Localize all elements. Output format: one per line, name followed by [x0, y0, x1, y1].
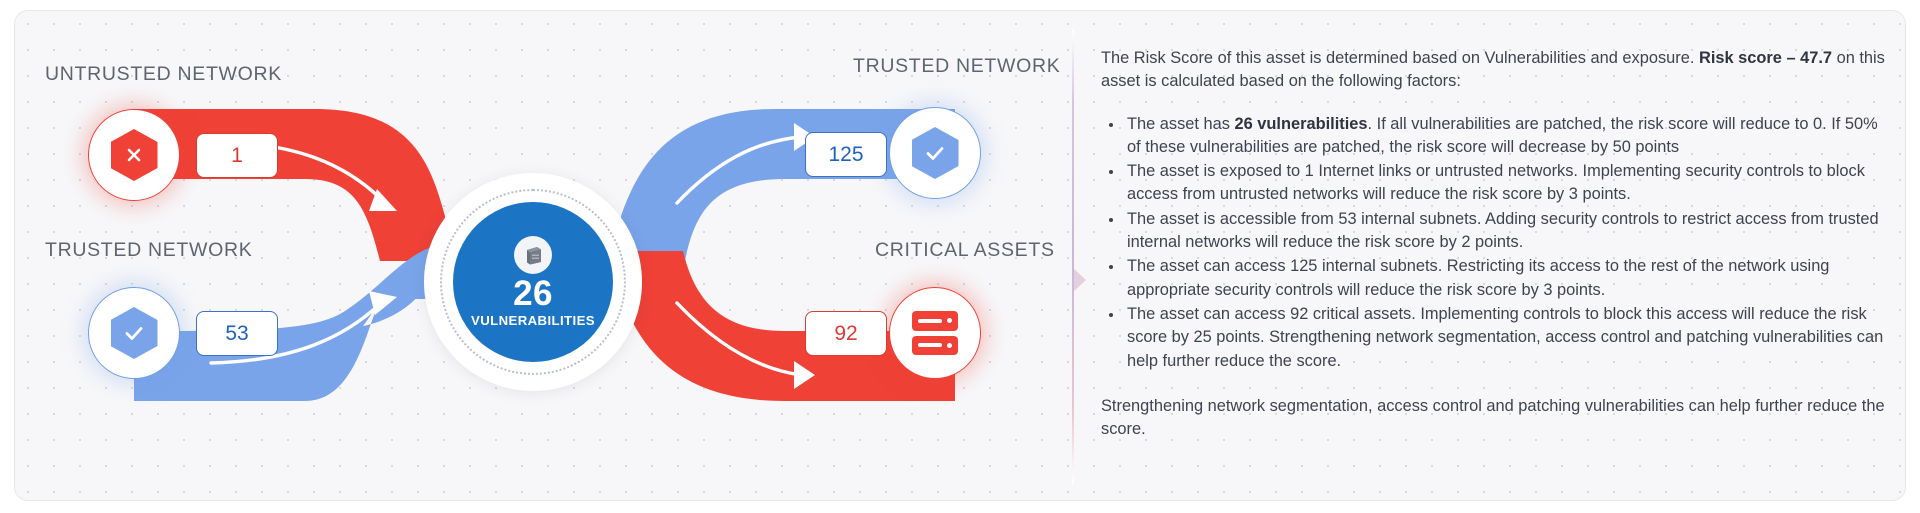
hub-dotted-ring [440, 189, 626, 375]
shield-check-icon [911, 127, 959, 179]
list-item: The asset can access 125 internal subnet… [1124, 255, 1887, 302]
intro-text-b: on this asset is calculated based on the… [1101, 49, 1885, 91]
list-item: The asset is exposed to 1 Internet links… [1124, 160, 1887, 207]
shield-check-icon [110, 307, 158, 359]
list-item: The asset has 26 vulnerabilities. If all… [1124, 113, 1887, 160]
hub-vulnerability-count: 26 [513, 274, 553, 314]
bullet-3-a: The asset can access 125 internal subnet… [1127, 257, 1830, 299]
hub-inner-circle: 26 VULNERABILITIES [453, 202, 613, 362]
list-item: The asset is accessible from 53 internal… [1124, 208, 1887, 255]
chip-trusted-in-count[interactable]: 53 [196, 311, 278, 356]
server-rack-icon [912, 311, 958, 355]
chip-untrusted-count[interactable]: 1 [196, 133, 278, 178]
zone-label-untrusted-network: UNTRUSTED NETWORK [45, 63, 282, 85]
node-untrusted-network[interactable] [88, 109, 180, 201]
bullet-1-a: The asset is exposed to 1 Internet links… [1127, 162, 1865, 204]
zone-label-critical-assets: CRITICAL ASSETS [875, 239, 1055, 261]
hub-caption: VULNERABILITIES [471, 312, 595, 328]
arrow-heads [369, 123, 815, 389]
risk-score-value: Risk score – 47.7 [1698, 49, 1833, 67]
bullet-2-a: The asset is accessible from 53 internal… [1127, 209, 1879, 252]
risk-closing-note: Strengthening network segmentation, acce… [1101, 396, 1885, 439]
intro-text-a: The Risk Score of this asset is determin… [1101, 49, 1699, 67]
chip-trusted-out-count[interactable]: 125 [805, 132, 887, 177]
bullet-4-a: The asset can access 92 critical assets.… [1127, 304, 1884, 370]
ribbon-trusted-in-body [134, 243, 447, 401]
risk-factor-list: The asset has 26 vulnerabilities. If all… [1101, 113, 1887, 373]
bullet-0-b: . If all vulnerabilities are patched, th… [1127, 114, 1878, 156]
chip-critical-assets-count[interactable]: 92 [805, 311, 887, 356]
node-trusted-network-source[interactable] [88, 287, 180, 379]
risk-score-intro: The Risk Score of this asset is determin… [1101, 47, 1887, 94]
ribbon-critical-out [619, 251, 955, 401]
bullet-0-bold: 26 vulnerabilities [1234, 114, 1368, 133]
panel-divider [1072, 29, 1074, 484]
server-box-icon [514, 236, 552, 275]
node-trusted-network-target[interactable] [889, 107, 981, 199]
risk-exposure-card: UNTRUSTED NETWORK TRUSTED NETWORK TRUSTE… [14, 10, 1906, 501]
shield-x-icon [110, 129, 158, 181]
arrow-trusted-in-path [209, 301, 383, 365]
arrow-critical-path [675, 301, 803, 377]
zone-label-trusted-network-left: TRUSTED NETWORK [45, 239, 253, 261]
zone-label-trusted-network-right: TRUSTED NETWORK [853, 55, 1061, 77]
arrow-trusted-out-path [675, 135, 803, 205]
vulnerabilities-hub[interactable]: 26 VULNERABILITIES [424, 173, 642, 391]
bullet-0-a: The asset has [1127, 114, 1235, 133]
divider-pointer-icon [1074, 269, 1086, 291]
risk-explanation-panel: The Risk Score of this asset is determin… [1101, 47, 1887, 441]
list-item: The asset can access 92 critical assets.… [1124, 303, 1887, 373]
exposure-diagram: UNTRUSTED NETWORK TRUSTED NETWORK TRUSTE… [15, 11, 1075, 500]
node-critical-assets[interactable] [889, 287, 981, 379]
